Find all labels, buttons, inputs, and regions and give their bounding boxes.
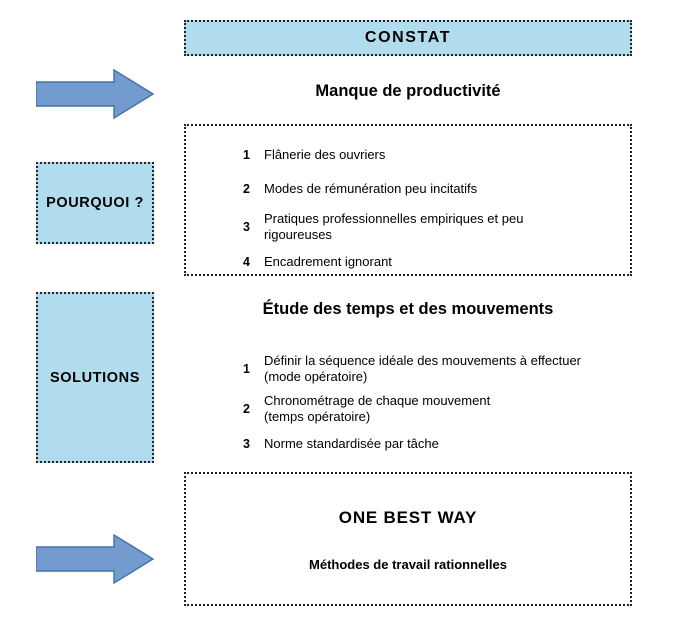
list-item-text: Norme standardisée par tâche bbox=[264, 436, 439, 451]
label-box-pourquoi[interactable]: POURQUOI ? bbox=[36, 162, 154, 244]
list-item-number: 2 bbox=[243, 402, 250, 416]
list-item-text: Chronométrage de chaque mouvement (temps… bbox=[264, 393, 491, 424]
list-item-text: Modes de rémunération peu incitatifs bbox=[264, 181, 478, 196]
list-item-number: 3 bbox=[243, 220, 250, 234]
list-constat-causes: 1 Flânerie des ouvriers 2 Modes de rémun… bbox=[228, 138, 628, 276]
list-item: 1 Définir la séquence idéale des mouveme… bbox=[228, 350, 638, 388]
panel-constat-causes bbox=[184, 124, 632, 276]
list-item: 1 Flânerie des ouvriers bbox=[228, 138, 628, 172]
panel-one-best-way: ONE BEST WAY Méthodes de travail rationn… bbox=[184, 472, 632, 606]
label-box-solutions[interactable]: SOLUTIONS bbox=[36, 292, 154, 463]
one-best-way-title: ONE BEST WAY bbox=[338, 508, 478, 527]
list-item-number: 1 bbox=[243, 148, 250, 162]
label-box-pourquoi-text: POURQUOI ? bbox=[46, 195, 144, 211]
list-item: 4 Encadrement ignorant bbox=[228, 248, 628, 276]
list-item-number: 2 bbox=[243, 182, 250, 196]
list-item-number: 4 bbox=[243, 255, 250, 269]
list-item-text: Encadrement ignorant bbox=[264, 254, 392, 269]
arrow-one-best-way-icon bbox=[36, 533, 154, 585]
banner-constat[interactable]: CONSTAT bbox=[184, 20, 632, 56]
list-item: 2 Chronométrage de chaque mouvement (tem… bbox=[228, 388, 638, 430]
list-item: 3 Pratiques professionnelles empiriques … bbox=[228, 206, 628, 248]
heading-etude-des-temps: Étude des temps et des mouvements bbox=[262, 300, 554, 318]
list-solutions: 1 Définir la séquence idéale des mouveme… bbox=[228, 350, 638, 458]
list-item-text: Définir la séquence idéale des mouvement… bbox=[264, 353, 582, 384]
list-item-text: Flânerie des ouvriers bbox=[264, 147, 386, 162]
label-box-solutions-text: SOLUTIONS bbox=[50, 369, 140, 386]
list-item: 3 Norme standardisée par tâche bbox=[228, 430, 638, 458]
one-best-way-subtitle: Méthodes de travail rationnelles bbox=[309, 557, 507, 572]
arrow-constat-icon bbox=[36, 68, 154, 120]
list-item-number: 1 bbox=[243, 362, 250, 376]
banner-constat-label: CONSTAT bbox=[364, 29, 452, 46]
list-item-number: 3 bbox=[243, 437, 250, 451]
heading-manque-de-productivite: Manque de productivité bbox=[315, 82, 501, 100]
list-item: 2 Modes de rémunération peu incitatifs bbox=[228, 172, 628, 206]
list-item-text: Pratiques professionnelles empiriques et… bbox=[264, 211, 524, 242]
